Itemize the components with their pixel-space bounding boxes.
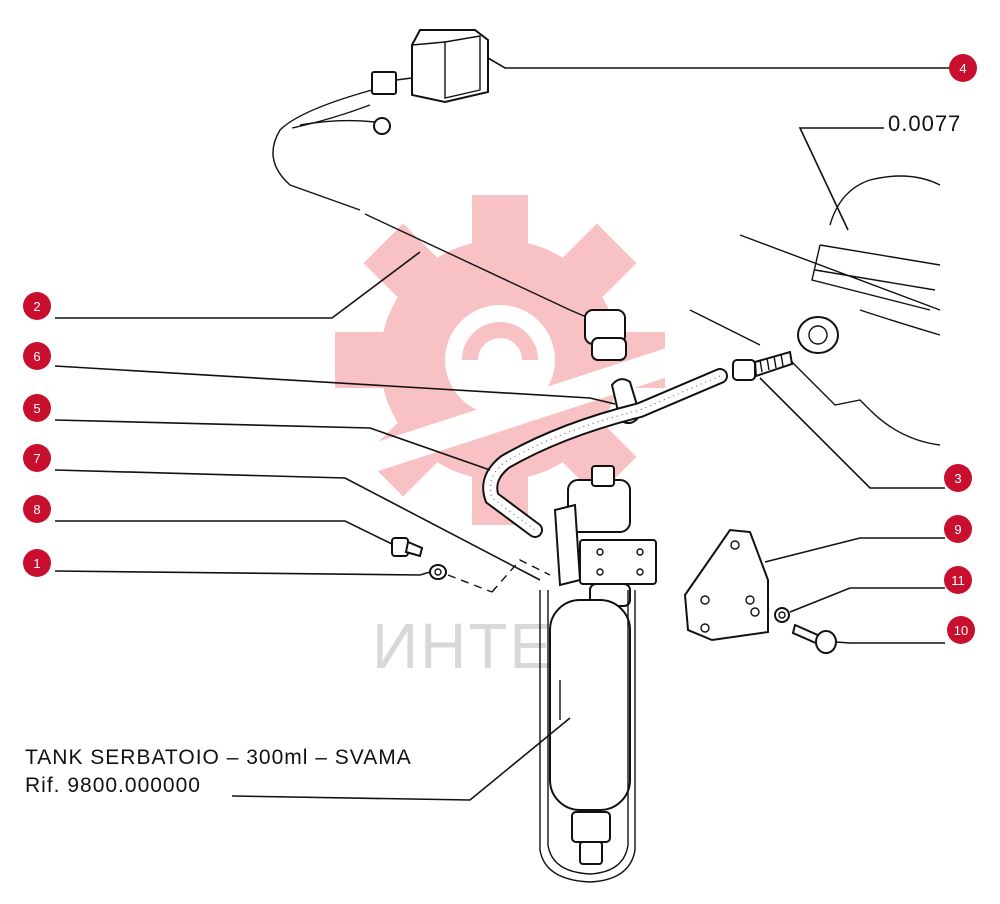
fuel-tank-assembly — [539, 465, 657, 883]
callout-10: 10 — [947, 616, 975, 644]
svg-text:2: 2 — [33, 299, 40, 314]
callout-3: 3 — [944, 464, 972, 492]
callout-2: 2 — [23, 292, 51, 320]
fuel-hose — [482, 368, 728, 538]
svg-text:8: 8 — [33, 502, 40, 517]
reference-code: 0.0077 — [888, 111, 961, 136]
washer — [429, 559, 551, 593]
callout-11: 11 — [944, 566, 972, 594]
relay-switch-box — [371, 29, 489, 104]
svg-text:5: 5 — [33, 401, 40, 416]
svg-text:6: 6 — [33, 349, 40, 364]
callout-4: 4 — [949, 54, 977, 82]
machine-housing-outline — [689, 175, 941, 446]
fitting-nut — [797, 316, 839, 354]
mounting-screw — [391, 537, 424, 558]
tank-label-leader — [231, 717, 571, 801]
svg-text:3: 3 — [954, 471, 961, 486]
callout-1: 1 — [23, 549, 51, 577]
sensor-connector — [584, 309, 627, 361]
fitting-bolt — [732, 316, 839, 381]
mounting-plate — [683, 528, 769, 642]
tank-label-line1: TANK SERBATOIO – 300ml – SVAMA — [25, 746, 412, 769]
svg-text:9: 9 — [954, 522, 961, 537]
callout-8: 8 — [23, 495, 51, 523]
callout-leaders — [54, 57, 950, 644]
svg-text:11: 11 — [951, 573, 965, 588]
plate-screw — [791, 623, 837, 654]
tank-label-line2: Rif. 9800.000000 — [25, 774, 201, 797]
reference-leader — [798, 127, 884, 231]
callout-7: 7 — [23, 444, 51, 472]
callout-5: 5 — [23, 394, 51, 422]
svg-text:4: 4 — [959, 61, 966, 76]
svg-text:10: 10 — [954, 623, 968, 638]
plate-washer — [774, 607, 790, 623]
callout-9: 9 — [944, 515, 972, 543]
callout-6: 6 — [23, 342, 51, 370]
svg-text:7: 7 — [33, 451, 40, 466]
svg-text:1: 1 — [33, 556, 40, 571]
